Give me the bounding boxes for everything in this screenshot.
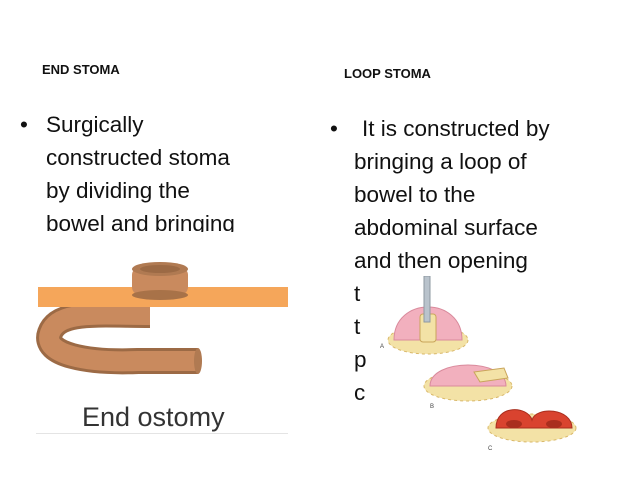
panel-label-c: C bbox=[488, 446, 493, 452]
text-line: bringing a loop of bbox=[354, 149, 527, 174]
caption-divider bbox=[36, 433, 288, 434]
bowel-tube bbox=[36, 301, 202, 375]
text-line: c bbox=[354, 380, 366, 405]
loop-stoma-text: It is constructed by bringing a loop of … bbox=[354, 112, 550, 409]
loop-panel-a bbox=[387, 276, 469, 355]
stoma-spout bbox=[132, 262, 188, 300]
text-line: t bbox=[354, 281, 361, 306]
bullet-dot: • bbox=[330, 116, 338, 141]
text-line: bowel to the bbox=[354, 182, 476, 207]
loop-panel-b bbox=[423, 364, 513, 402]
panel-label-a: A bbox=[380, 344, 384, 350]
bullet-dot: • bbox=[20, 112, 28, 137]
loop-stoma-heading: LOOP STOMA bbox=[344, 66, 431, 81]
text-line: t bbox=[354, 314, 361, 339]
end-ostomy-illustration bbox=[36, 262, 288, 375]
text-line: constructed stoma bbox=[46, 145, 230, 170]
text-line: by dividing the bbox=[46, 178, 190, 203]
loop-ostomy-illustration: A B C bbox=[380, 276, 577, 452]
text-line: It is constructed by bbox=[362, 116, 550, 141]
end-ostomy-caption: End ostomy bbox=[82, 402, 225, 432]
panel-label-b: B bbox=[430, 404, 434, 410]
text-line: and then opening bbox=[354, 248, 528, 273]
loop-stoma-bullet: • It is constructed by bringing a loop o… bbox=[330, 112, 630, 412]
text-line: p bbox=[354, 347, 367, 372]
end-stoma-text: Surgically constructed stoma by dividing… bbox=[46, 108, 235, 232]
end-stoma-bullet: • Surgically constructed stoma by dividi… bbox=[20, 108, 290, 232]
end-stoma-heading: END STOMA bbox=[42, 62, 120, 77]
text-line: abdominal surface bbox=[354, 215, 538, 240]
text-line: bowel and bringing bbox=[46, 211, 235, 232]
loop-panel-c bbox=[487, 409, 577, 443]
text-line: Surgically bbox=[46, 112, 144, 137]
